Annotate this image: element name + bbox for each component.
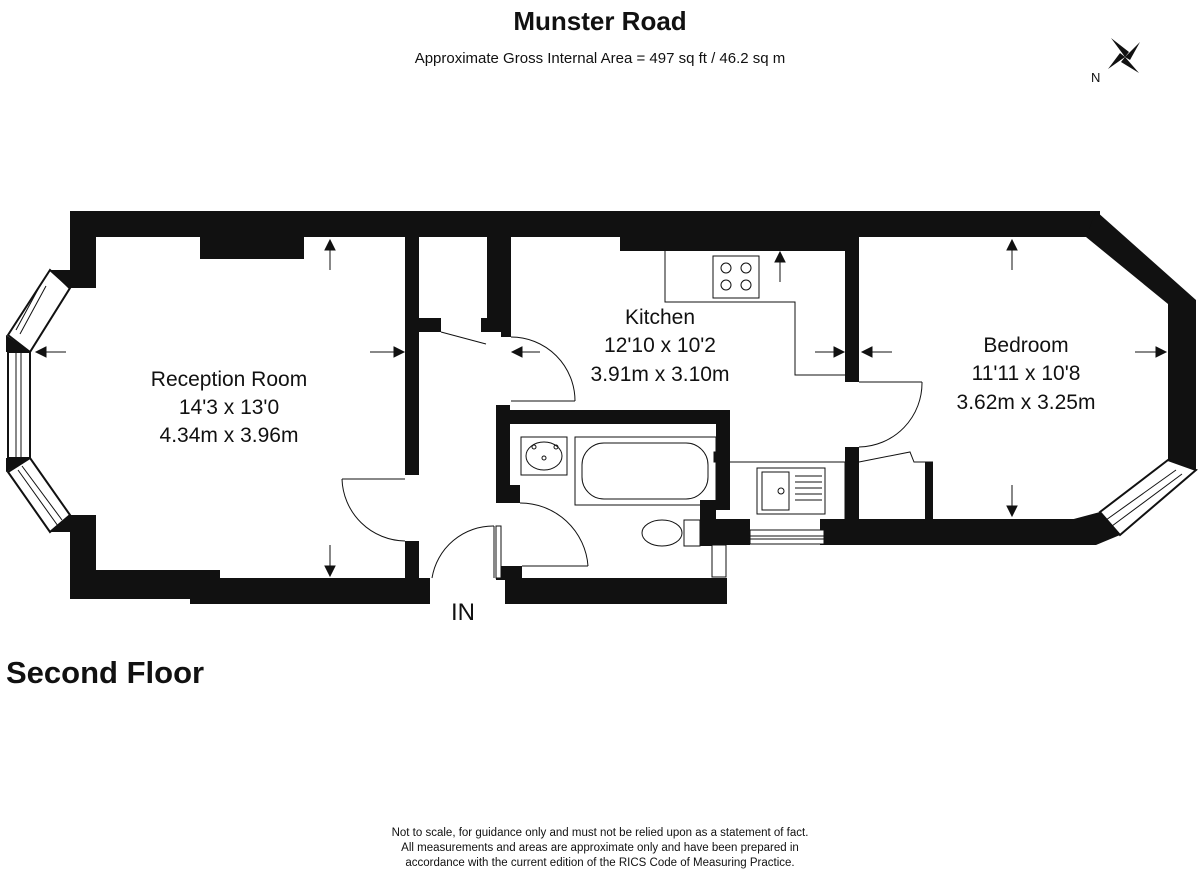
plan-title: Munster Road: [513, 6, 687, 36]
reception-room-imperial: 14'3 x 13'0: [179, 396, 279, 419]
reception-room-metric: 4.34m x 3.96m: [160, 424, 299, 447]
bedroom-metric: 3.62m x 3.25m: [957, 391, 1096, 414]
reception-room-name: Reception Room: [151, 368, 307, 391]
entrance-label: IN: [451, 599, 475, 626]
floor-label: Second Floor: [6, 655, 205, 690]
bedroom-label: Bedroom 11'11 x 10'8 3.62m x 3.25m: [957, 334, 1096, 414]
disclaimer-line-2: All measurements and areas are approxima…: [401, 842, 799, 854]
compass-icon: N: [1091, 38, 1140, 85]
kitchen-label: Kitchen 12'10 x 10'2 3.91m x 3.10m: [591, 306, 730, 386]
kitchen-metric: 3.91m x 3.10m: [591, 363, 730, 386]
interior-walls: [405, 237, 933, 581]
kitchen-name: Kitchen: [625, 306, 695, 329]
kitchen-fittings: [664, 251, 846, 519]
bedroom-imperial: 11'11 x 10'8: [972, 362, 1081, 385]
disclaimer-line-1: Not to scale, for guidance only and must…: [391, 827, 809, 839]
doors: [341, 331, 933, 579]
bathroom-fittings: [520, 436, 719, 547]
bay-window-right: [1098, 458, 1198, 537]
reception-room-label: Reception Room 14'3 x 13'0 4.34m x 3.96m: [151, 368, 307, 447]
bedroom-name: Bedroom: [983, 334, 1068, 357]
disclaimer-line-3: accordance with the current edition of t…: [405, 857, 795, 869]
gross-area-text: Approximate Gross Internal Area = 497 sq…: [414, 50, 786, 67]
compass-north-label: N: [1091, 70, 1100, 85]
disclaimer: Not to scale, for guidance only and must…: [0, 826, 1200, 871]
dimension-arrows: [34, 238, 1168, 578]
kitchen-imperial: 12'10 x 10'2: [604, 334, 716, 357]
bay-window-left: [6, 268, 72, 534]
outer-walls: [70, 211, 1196, 604]
